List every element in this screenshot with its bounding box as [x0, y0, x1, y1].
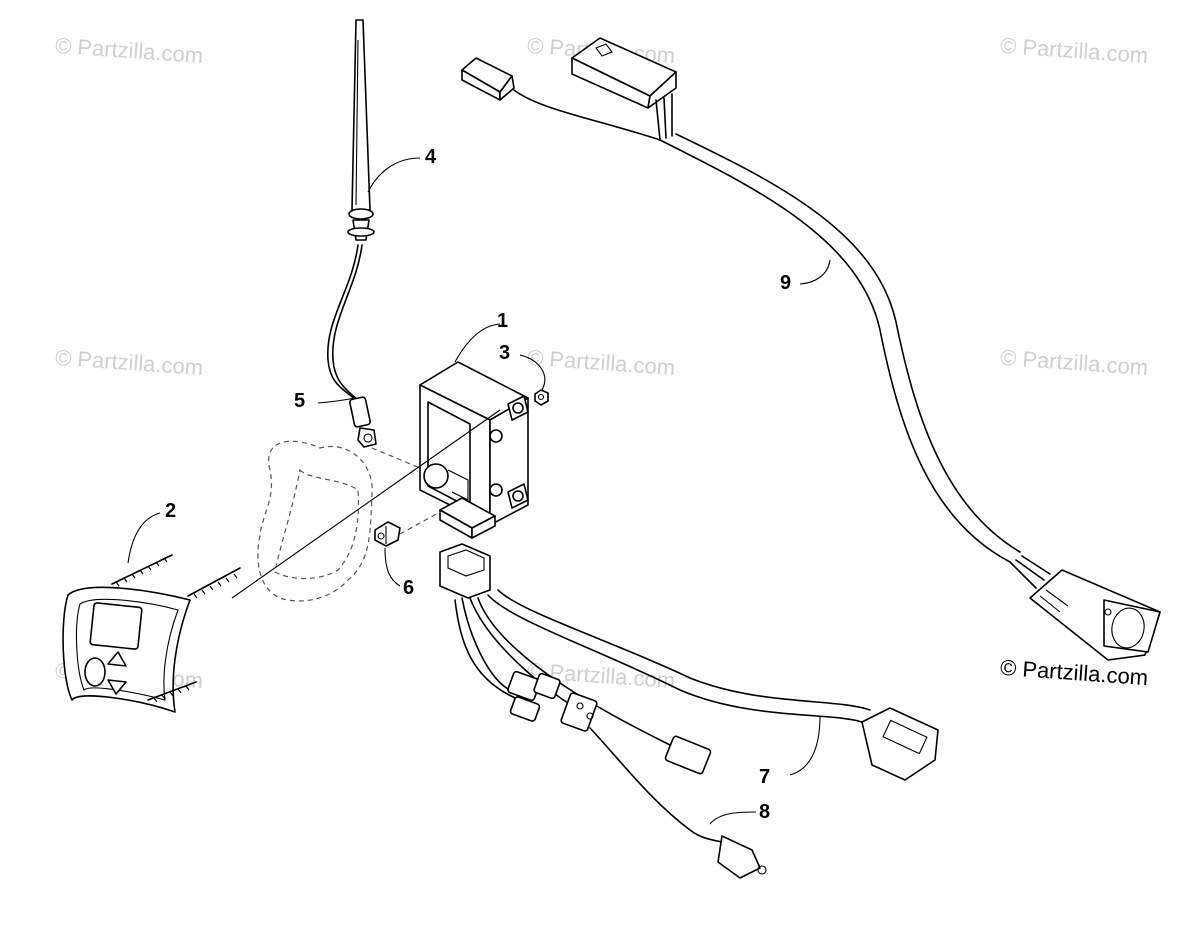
connector-5-part	[349, 396, 377, 448]
callout-8: 8	[759, 801, 771, 823]
callout-2: 2	[165, 500, 177, 522]
callout-4: 4	[425, 146, 437, 168]
callout-7: 7	[759, 766, 771, 788]
callout-leaders	[127, 157, 831, 825]
callout-3: 3	[499, 342, 511, 364]
antenna-part	[327, 19, 375, 403]
callout-1: 1	[497, 310, 509, 332]
nut-3-part	[534, 389, 549, 406]
clip-6-part	[374, 521, 401, 547]
harness-9-part	[461, 37, 1161, 661]
control-module-part	[419, 361, 529, 539]
callout-6: 6	[403, 577, 415, 599]
mounting-outline	[231, 409, 501, 602]
callout-5: 5	[294, 390, 306, 412]
display-panel-part	[62, 554, 241, 713]
harness-7-8-part	[439, 543, 939, 879]
callout-9: 9	[780, 272, 792, 294]
